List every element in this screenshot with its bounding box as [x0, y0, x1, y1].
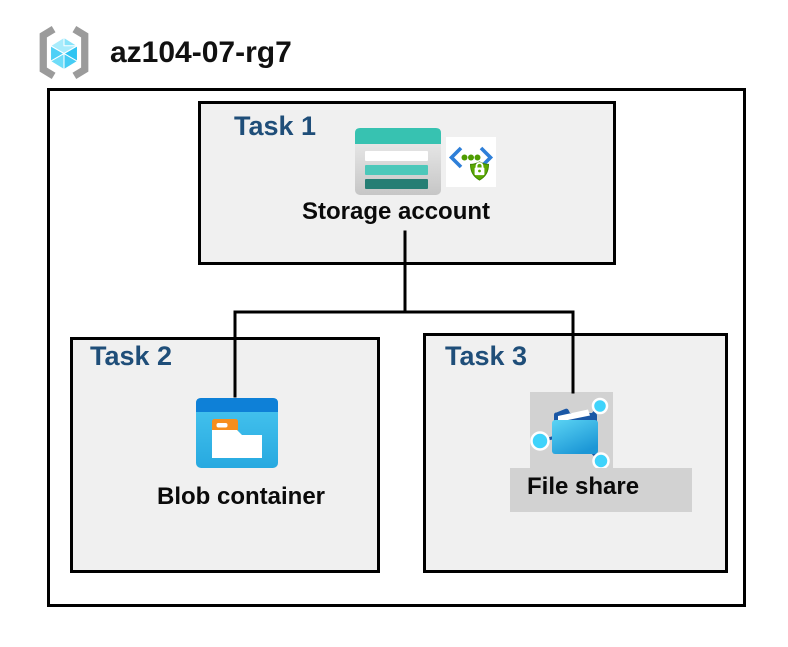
- task3-caption: File share: [527, 473, 640, 500]
- task1-label: Task 1: [234, 111, 317, 141]
- file-share-icon-background: [530, 392, 613, 470]
- task2-box: Task 2 Blob container: [70, 337, 380, 573]
- sas-secure-access-icon: [446, 137, 496, 187]
- file-share-icon: [530, 397, 610, 470]
- task3-label: Task 3: [445, 341, 528, 371]
- task2-caption: Blob container: [156, 483, 326, 510]
- file-share-caption-background: [510, 468, 692, 512]
- resource-group-title: az104-07-rg7: [110, 36, 292, 69]
- resource-group-header: az104-07-rg7: [0, 0, 788, 88]
- task1-caption: Storage account: [301, 198, 491, 225]
- resource-group-icon: [39, 26, 89, 79]
- blob-container-icon: [196, 398, 278, 468]
- task3-box: Task 3 File share: [423, 333, 728, 573]
- task1-box: Task 1 Storage account: [198, 101, 616, 265]
- storage-account-icon: [355, 128, 441, 195]
- task2-label: Task 2: [90, 341, 173, 371]
